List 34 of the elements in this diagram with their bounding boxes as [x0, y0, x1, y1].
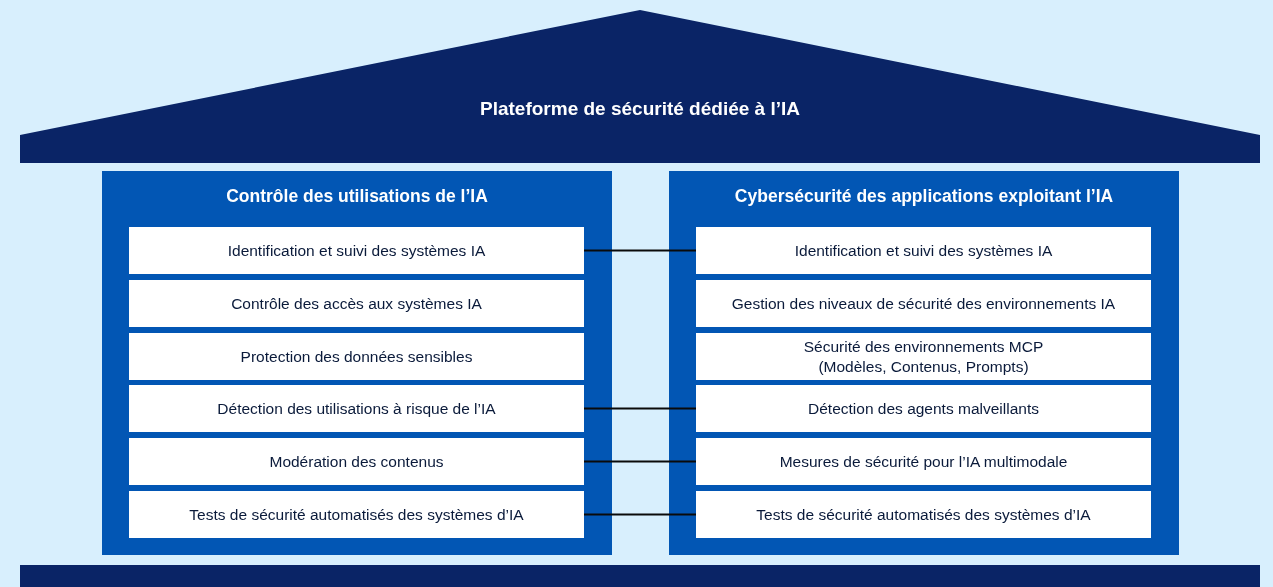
feature-box — [696, 227, 1151, 274]
feature-label: Identification et suivi des systèmes IA — [227, 240, 486, 261]
feature-box — [129, 491, 584, 538]
feature-label: Tests de sécurité automatisés des systèmes d’IA — [756, 504, 1091, 525]
feature-box — [129, 438, 584, 485]
feature-box — [696, 491, 1151, 538]
feature-label: Tests de sécurité automatisés des systèmes d’IA — [189, 504, 524, 525]
feature-label: Identification et suivi des systèmes IA — [794, 240, 1053, 261]
feature-label: Modération des contenus — [269, 451, 444, 472]
feature-label: Protection des données sensibles — [240, 346, 473, 367]
connector-line — [583, 513, 697, 516]
connector-line — [583, 460, 697, 463]
column-panel — [102, 171, 612, 555]
feature-box — [129, 333, 584, 380]
feature-box — [696, 438, 1151, 485]
feature-box — [696, 385, 1151, 432]
feature-box — [696, 333, 1151, 380]
connector-line — [583, 249, 697, 252]
feature-label: Détection des agents malveillants — [808, 398, 1039, 419]
feature-box — [696, 280, 1151, 327]
platform-title: Plateforme de sécurité dédiée à l’IA — [479, 98, 801, 120]
column-heading: Contrôle des utilisations de l’IA — [225, 186, 489, 207]
feature-box — [129, 227, 584, 274]
feature-label: Gestion des niveaux de sécurité des environnements IA — [731, 293, 1116, 314]
connector-line — [583, 407, 697, 410]
feature-label: Mesures de sécurité pour l’IA multimodale — [779, 451, 1068, 472]
feature-label: Sécurité des environnements MCP (Modèles, Contenus, Prompts) — [802, 337, 1045, 376]
house-base — [20, 565, 1260, 587]
column-panel — [669, 171, 1179, 555]
feature-box — [129, 385, 584, 432]
feature-box — [129, 280, 584, 327]
feature-label: Contrôle des accès aux systèmes IA — [231, 293, 482, 314]
column-heading: Cybersécurité des applications exploitant l’IA — [733, 186, 1115, 207]
feature-label: Détection des utilisations à risque de l’IA — [217, 398, 496, 419]
